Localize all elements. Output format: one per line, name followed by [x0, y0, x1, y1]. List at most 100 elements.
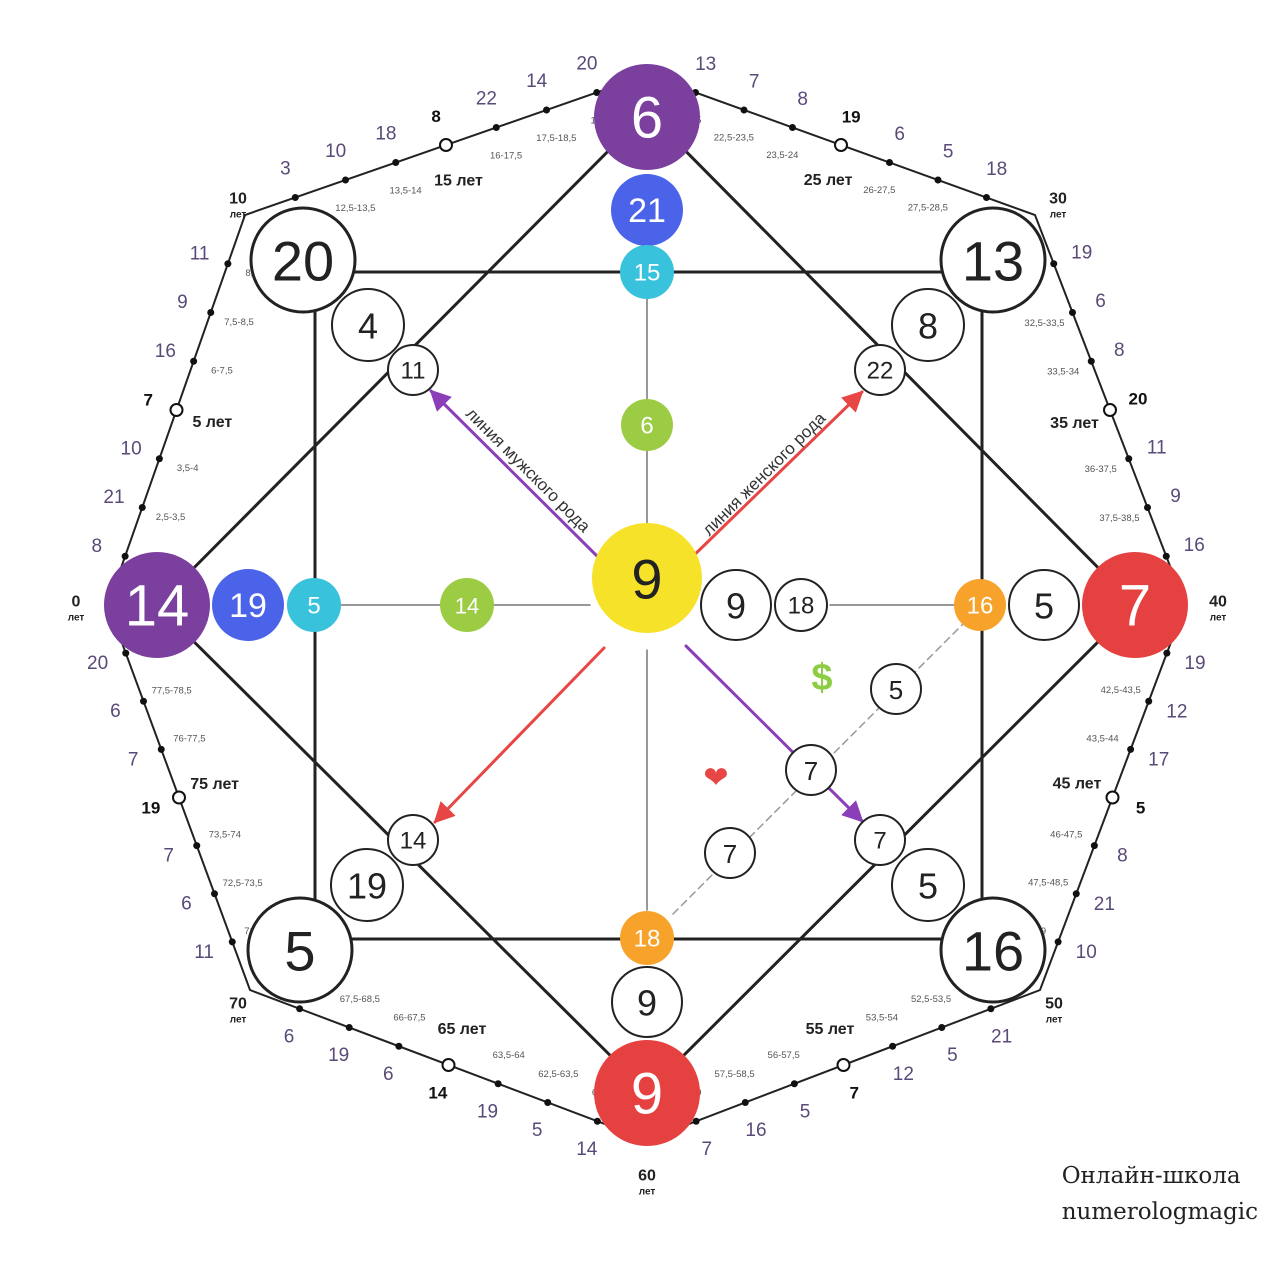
age-scale-number: 3 [280, 159, 291, 180]
age-dot [345, 1024, 353, 1031]
money-line-node-2-value: 7 [804, 756, 818, 786]
outer-right-node: 7 [1082, 552, 1188, 658]
center-node-value: 9 [631, 548, 662, 611]
age-dot [790, 1080, 798, 1088]
inner-left-node-3: 14 [440, 578, 494, 632]
age-segment-5: 41-42,51942,5-43,51243,5-441746-47,5847,… [1014, 637, 1206, 963]
age-range-label: 67,5-68,5 [340, 994, 380, 1005]
outer-top-right-node-circle [939, 206, 1047, 314]
age-mid-label: 75 лет [190, 776, 239, 793]
age-scale-number: 18 [375, 124, 396, 145]
age-range-label: 22,5-23,5 [714, 133, 754, 144]
money-line-node-3-circle [704, 827, 756, 879]
age-range-label: 2,5-3,5 [156, 512, 186, 523]
diag-bottom-left-inner-node: 14 [387, 814, 439, 866]
age-scale-number: 8 [1117, 846, 1128, 867]
age-mid-number: 7 [143, 391, 152, 410]
age-scale-number: 6 [383, 1064, 394, 1085]
age-corner-value: 70 [229, 996, 247, 1013]
age-dot [140, 697, 147, 705]
age-mid-number: 5 [1136, 799, 1145, 818]
money-line-node-3: 7 [704, 827, 756, 879]
age-corner-value: 50 [1045, 996, 1063, 1013]
age-range-label: 27,5-28,5 [908, 203, 948, 214]
age-range-label: 43,5-44 [1086, 733, 1118, 744]
inner-right-node-2: 18 [774, 578, 828, 632]
age-dot [228, 938, 236, 946]
inner-bottom-node-2-value: 9 [637, 983, 657, 1024]
age-corner-unit: лет [1050, 210, 1067, 221]
outer-bottom-node-circle [594, 1040, 700, 1146]
age-dot [987, 1005, 995, 1013]
age-range-label: 26-27,5 [863, 185, 895, 196]
age-scale-number: 6 [284, 1026, 295, 1047]
age-segment-8: 71-72,51172,5-73,5673,5-74776-77,5777,5-… [87, 637, 276, 963]
inner-bottom-node-2-circle [611, 966, 683, 1038]
money-line-node-1: 5 [870, 663, 922, 715]
age-mid-marker [834, 138, 848, 152]
age-scale-number: 20 [87, 653, 108, 674]
age-corner-value: 40 [1209, 594, 1227, 611]
age-range-label: 7,5-8,5 [224, 317, 254, 328]
age-scale-number: 11 [194, 942, 214, 963]
age-mid-number: 7 [849, 1084, 858, 1103]
age-corner-unit: лет [230, 210, 247, 221]
age-scale-number: 14 [576, 1139, 598, 1160]
age-scale-number: 7 [128, 749, 139, 770]
inner-left-node-3-value: 14 [455, 594, 479, 619]
outer-bottom-right-node-circle [939, 896, 1047, 1004]
age-mid-marker [169, 403, 184, 417]
inner-left-node-2-circle [287, 578, 341, 632]
age-scale-number: 14 [526, 71, 548, 92]
inner-left-node-1-value: 19 [229, 587, 267, 625]
age-mid-label: 25 лет [804, 172, 853, 189]
brand-line-1: Онлайн-школа [1061, 1163, 1241, 1189]
money-line-node-2: 7 [785, 744, 837, 796]
outer-top-node-circle [594, 64, 700, 170]
age-range-label: 12,5-13,5 [335, 203, 375, 214]
age-dot [1145, 697, 1153, 705]
age-dot [593, 89, 601, 96]
inner-right-node-1-circle [700, 569, 772, 641]
inner-top-node-2-value: 15 [634, 260, 661, 287]
age-dot [211, 890, 218, 898]
diag-top-left-inner-node: 11 [387, 344, 439, 396]
age-scale-number: 12 [893, 1064, 914, 1085]
age-scale-number: 19 [477, 1101, 498, 1122]
diag-bottom-right-outer-node: 5 [891, 848, 965, 922]
age-dot [1050, 260, 1058, 268]
inner-right-node-4: 5 [1008, 569, 1080, 641]
age-mid-number: 14 [428, 1084, 447, 1103]
age-scale-number: 21 [991, 1026, 1012, 1047]
age-mid-marker [172, 790, 186, 805]
inner-bottom-node-1-circle [620, 911, 674, 965]
age-segment-3: 21-22,51322,5-23,5723,5-24826-27,5627,5-… [669, 54, 1007, 231]
age-scale-number: 10 [325, 141, 346, 162]
age-range-label: 32,5-33,5 [1024, 318, 1064, 329]
outer-left-node-value: 14 [125, 574, 190, 639]
age-scale-number: 6 [110, 701, 121, 722]
age-dot [190, 357, 198, 365]
inner-right-node-4-circle [1008, 569, 1080, 641]
outer-top-right-node: 13 [939, 206, 1047, 314]
age-range-label: 47,5-48,5 [1028, 878, 1068, 889]
age-range-label: 77,5-78,5 [152, 685, 192, 696]
age-dot [789, 124, 796, 131]
age-dot [224, 260, 232, 268]
age-scale-number: 19 [1184, 653, 1205, 674]
outer-right-node-circle [1082, 552, 1188, 658]
age-range-label: 53,5-54 [866, 1013, 898, 1024]
age-dot [207, 309, 215, 316]
inner-top-node-3-value: 6 [640, 413, 653, 440]
age-mid-number: 20 [1129, 390, 1148, 409]
age-range-label: 57,5-58,5 [714, 1069, 754, 1080]
age-dot [886, 159, 893, 166]
outer-bottom-left-node-circle [246, 896, 354, 1004]
diag-bottom-right-outer-node-value: 5 [918, 866, 938, 907]
age-corner-value: 30 [1049, 191, 1067, 208]
age-dot [741, 1099, 749, 1106]
diag-top-right-inner-node: 22 [854, 344, 906, 396]
female-line-label: линия женского рода [699, 408, 830, 539]
inner-top-node-2: 15 [620, 245, 674, 299]
